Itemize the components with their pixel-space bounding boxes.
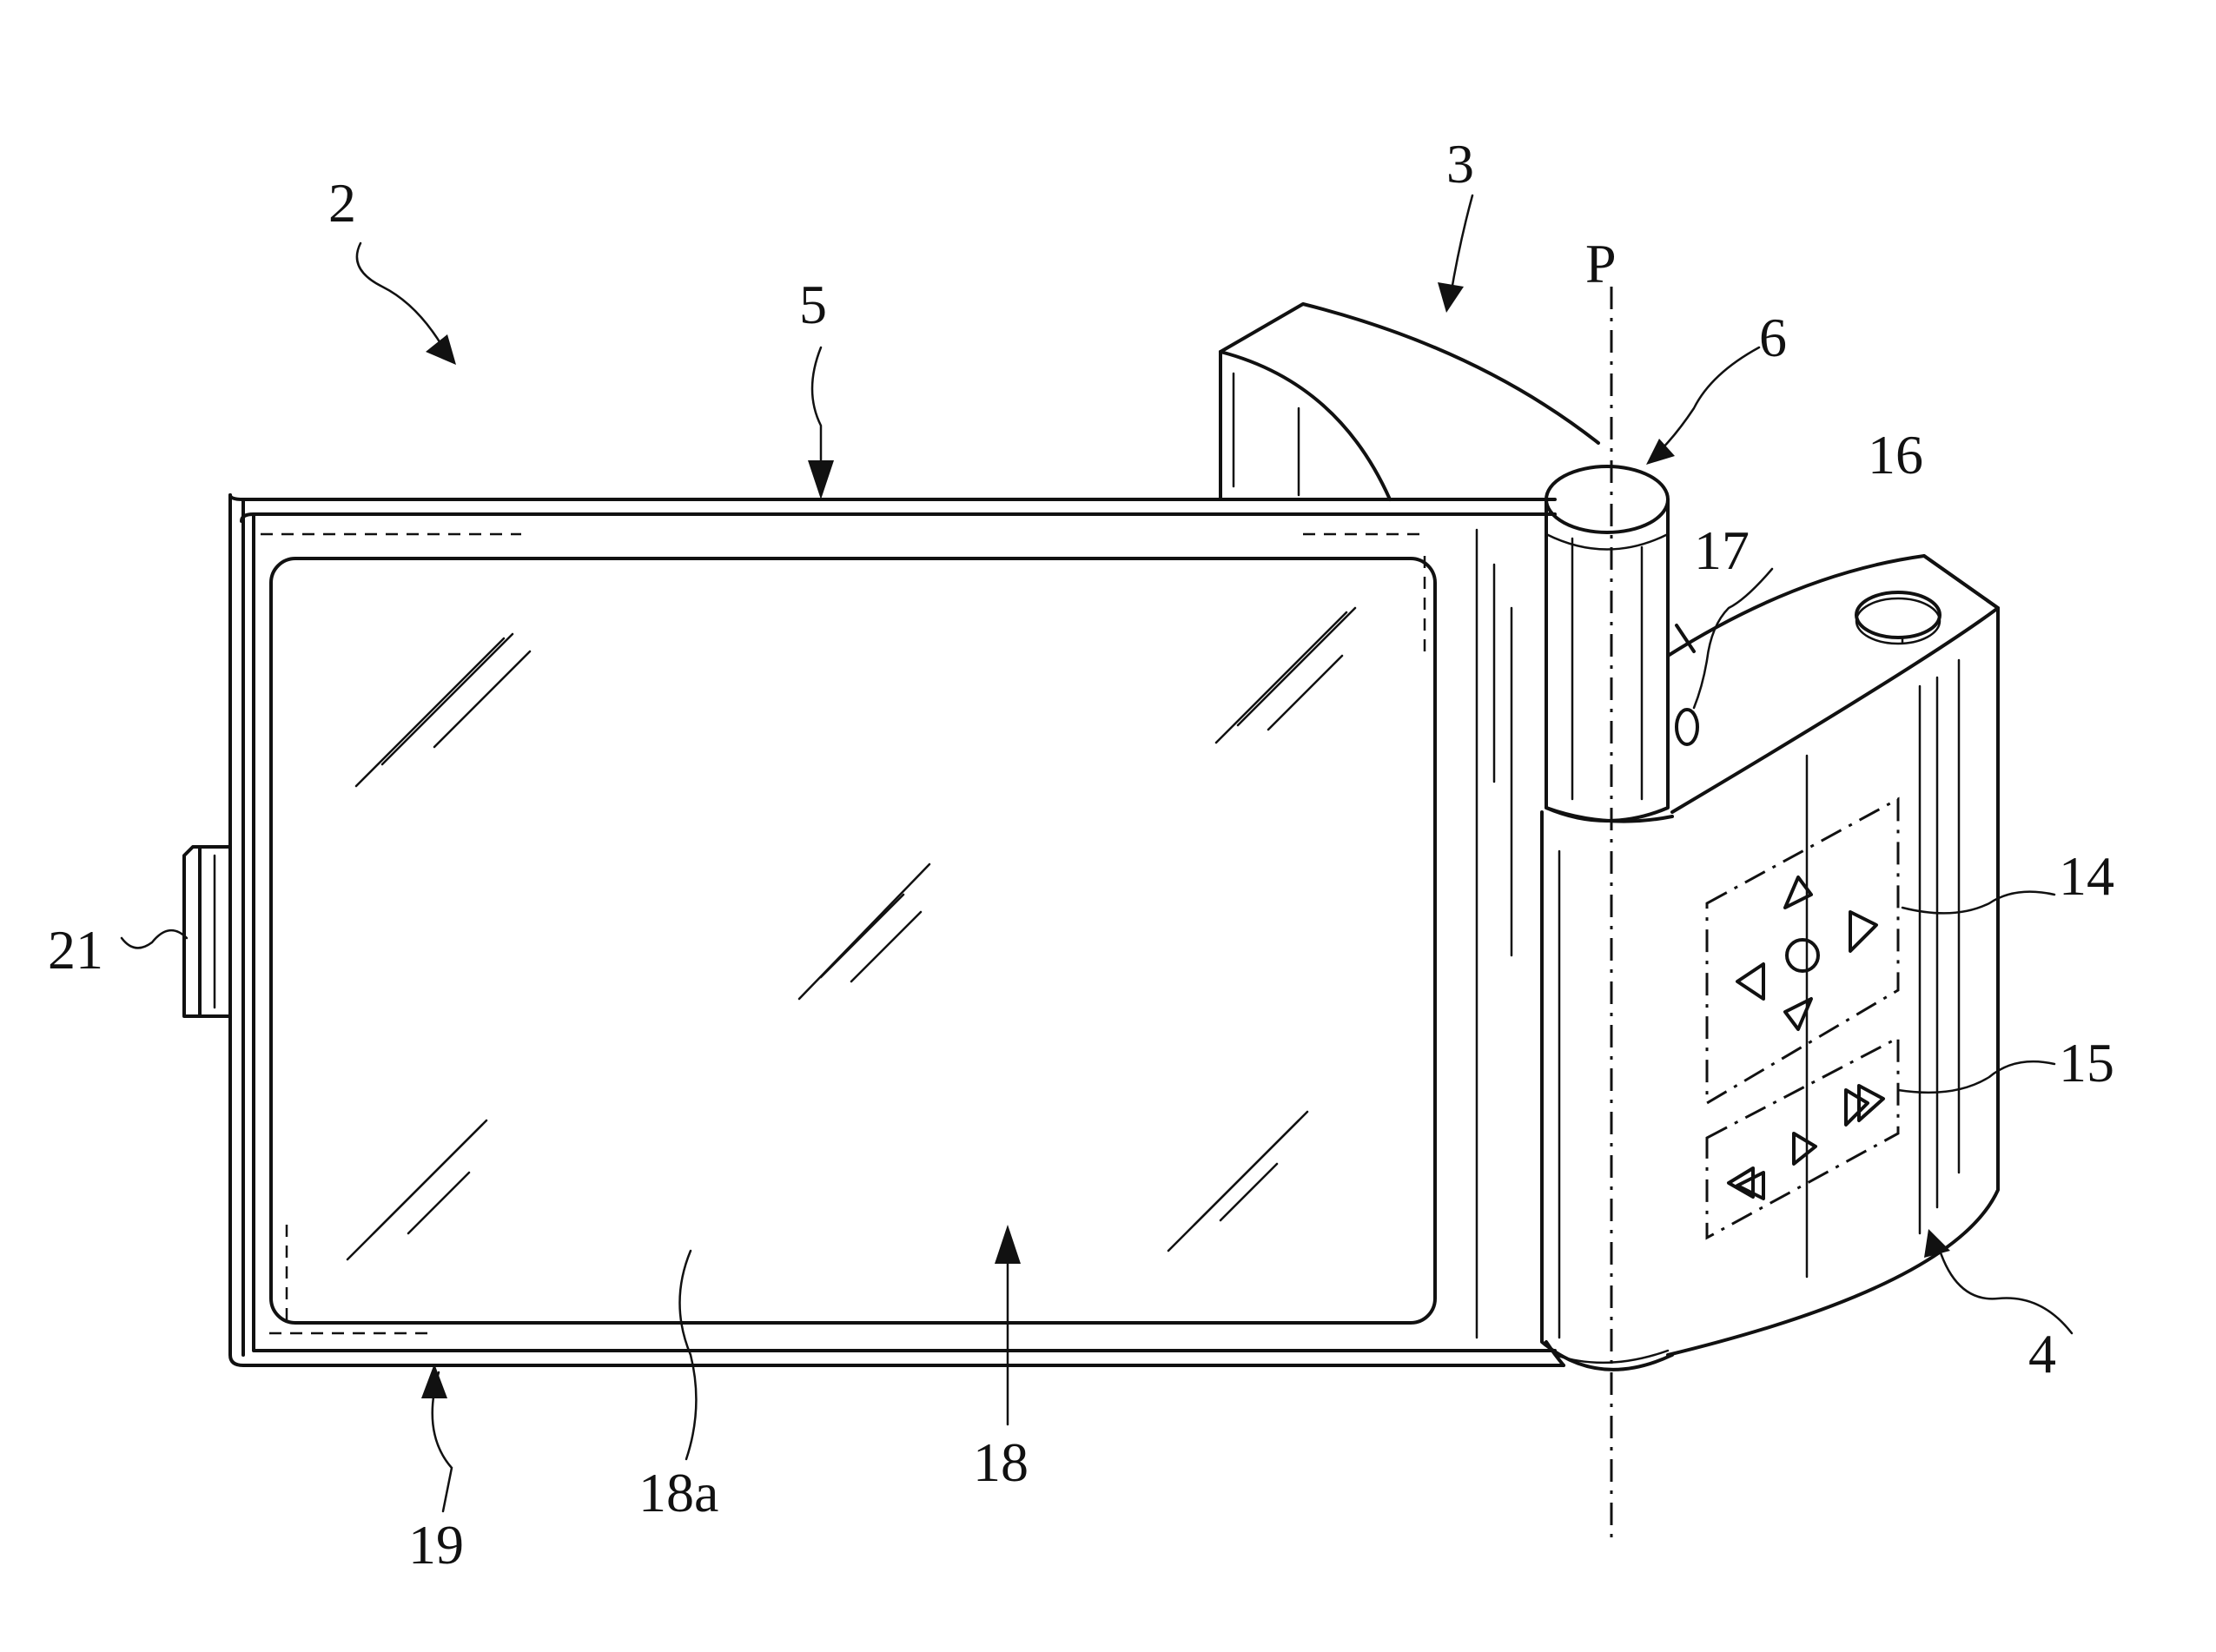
label-3: 3 — [1446, 133, 1474, 195]
display-panel-5 — [230, 495, 1564, 1365]
side-tab-21 — [184, 847, 230, 1016]
shutter-button-16 — [1856, 592, 1940, 644]
operation-body-4 — [1668, 556, 1998, 1355]
label-p: P — [1585, 233, 1617, 294]
label-6: 6 — [1759, 307, 1787, 368]
label-16: 16 — [1868, 424, 1923, 486]
label-4: 4 — [2028, 1323, 2056, 1384]
camera-body-3 — [1220, 304, 1598, 499]
hinge-6 — [1542, 466, 1672, 1370]
label-15: 15 — [2059, 1032, 2114, 1094]
cross-key-group-14 — [1707, 799, 1898, 1103]
playback-key-group-15 — [1707, 1038, 1898, 1238]
label-18: 18 — [973, 1431, 1029, 1493]
label-17: 17 — [1694, 519, 1750, 581]
label-21: 21 — [48, 919, 103, 981]
label-5: 5 — [799, 274, 827, 335]
reference-labels: 2 3 4 5 6 14 15 16 17 18 18a 19 21 P — [48, 133, 2114, 1576]
label-14: 14 — [2059, 845, 2114, 907]
switch-17 — [1677, 710, 1697, 744]
label-18a: 18a — [638, 1462, 718, 1523]
lcd-screen-18 — [271, 558, 1435, 1323]
label-2: 2 — [328, 172, 356, 234]
label-19: 19 — [408, 1514, 464, 1576]
leader-lines — [122, 195, 2072, 1511]
